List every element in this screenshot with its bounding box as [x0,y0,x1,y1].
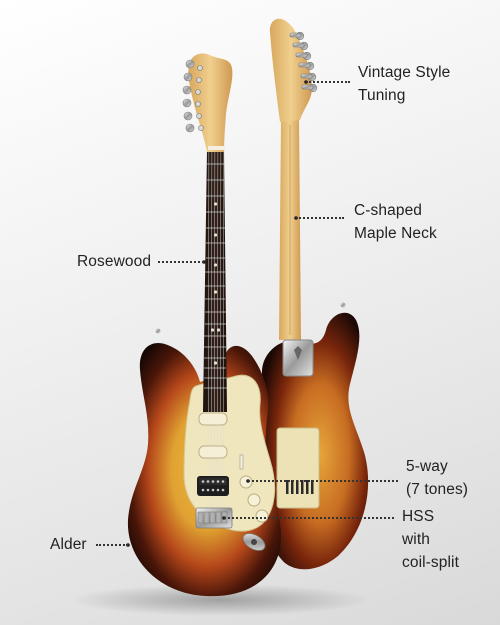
tuning-pegs-icon [182,59,204,133]
callout-neck-line1: C-shaped [354,202,423,219]
leader-pickups [224,517,394,519]
callout-neck-line2: Maple Neck [354,225,437,242]
selector-switch [239,454,244,470]
leader-rosewood [158,261,204,263]
callout-switch: 5-way (7 tones) [406,455,468,501]
callout-pickups-line3: coil-split [402,554,459,571]
callout-tuning: Vintage Style Tuning [358,61,450,107]
callout-body: Alder [50,533,87,556]
callout-switch-line1: 5-way [406,458,448,475]
leader-alder [96,544,128,546]
leader-tuning [306,81,350,83]
leader-neck [296,217,344,219]
guitar-front-headstock [188,53,233,152]
fretboard [203,150,227,412]
guitar-front-icon [127,53,346,597]
guitar-back-headstock [269,18,312,122]
callout-fretboard-line1: Rosewood [77,253,152,270]
pickup-icon [197,412,229,496]
control-knobs [239,475,269,523]
callout-switch-line2: (7 tones) [406,481,469,498]
tuning-pegs-icon [289,31,318,93]
callout-tuning-line2: Tuning [358,87,406,104]
callout-tuning-line1: Vintage Style [358,64,451,81]
leader-switch [248,480,398,482]
guitar-back-icon [262,18,369,570]
callout-body-line1: Alder [50,536,87,553]
callout-pickups: HSS with coil-split [402,505,459,574]
callout-neck: C-shaped Maple Neck [354,199,437,245]
callout-fretboard: Rosewood [77,250,151,273]
callout-pickups-line2: with [402,531,430,548]
callout-pickups-line1: HSS [402,508,435,525]
trem-cover-plate [276,427,320,509]
